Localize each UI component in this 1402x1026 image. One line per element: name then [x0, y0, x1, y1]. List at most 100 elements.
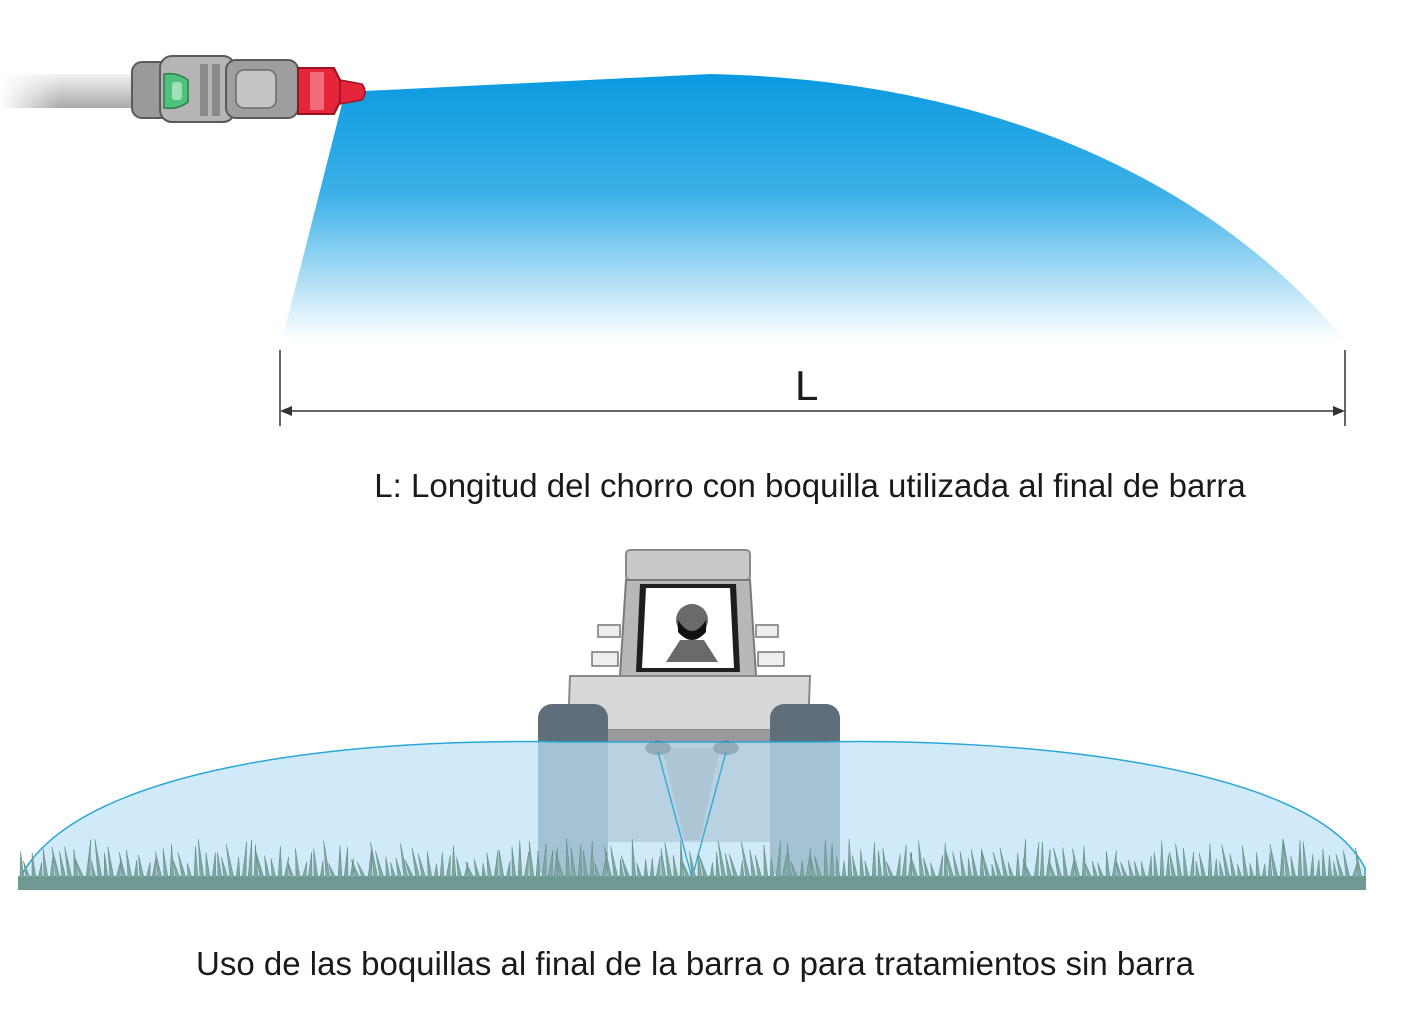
grass-blade [1081, 846, 1087, 879]
grass-blade [1249, 863, 1255, 879]
grass-blade [1159, 840, 1165, 879]
grass-blade [523, 852, 529, 879]
grass-strip [18, 838, 1366, 890]
grass-blade [493, 849, 499, 879]
dimension-line [279, 350, 1346, 426]
grass-blade [254, 849, 265, 879]
grass-blade [895, 854, 901, 879]
grass-blade [411, 847, 421, 879]
grass-blade [375, 851, 385, 879]
grass-blade [37, 861, 43, 879]
grass-blade [226, 844, 235, 879]
grass-blade [852, 855, 859, 879]
grass-blade [1189, 851, 1195, 879]
grass-blade [952, 851, 961, 879]
grass-blade [835, 856, 841, 879]
grass-blade [385, 856, 391, 879]
grass-blade [1269, 844, 1279, 879]
grass-blade [1147, 855, 1153, 879]
grass-blade [217, 852, 223, 879]
grass-blade [445, 855, 451, 879]
grass-blade [337, 845, 343, 879]
grass-blade [75, 859, 85, 879]
grass-blade [1229, 853, 1237, 879]
grass-blade [186, 862, 193, 879]
nozzle-icon [131, 55, 366, 123]
grass-blade [283, 857, 289, 879]
grass-blade [169, 844, 175, 879]
grass-blade [107, 846, 115, 879]
grass-blade [1241, 845, 1249, 879]
grass-blade [649, 857, 655, 879]
grass-blade [967, 857, 973, 879]
grass-blade [589, 841, 595, 879]
grass-blade [775, 840, 781, 879]
grass-blade [481, 863, 487, 879]
grass-blade [1085, 863, 1093, 879]
grass-blade [328, 863, 337, 879]
grass-blade [270, 858, 277, 879]
grass-blade [59, 850, 67, 879]
tractor-diagram [18, 549, 1366, 890]
grass-blade [841, 860, 847, 879]
grass-blade [901, 844, 907, 879]
grass-blade [498, 850, 505, 879]
grass-blade [886, 861, 895, 879]
grass-blade [1302, 841, 1309, 879]
grass-blade [1169, 851, 1177, 879]
grass-blade [1237, 863, 1243, 879]
grass-blade [247, 839, 253, 879]
grass-blade [577, 844, 583, 879]
grass-blade [1007, 861, 1015, 879]
grass-blade [288, 863, 295, 879]
grass-blade [565, 838, 571, 879]
grass-blade [295, 848, 301, 879]
grass-blade [1033, 842, 1040, 879]
grass-blade [717, 840, 727, 879]
grass-blade [755, 854, 763, 879]
grass-blade [541, 843, 547, 879]
grass-blade [49, 856, 55, 879]
grass-blade [781, 854, 787, 879]
grass-blade [620, 855, 631, 879]
grass-blade [367, 850, 373, 879]
grass-blade [923, 857, 931, 879]
grass-blade [871, 842, 877, 879]
grass-blade [439, 852, 445, 879]
grass-blade [679, 840, 685, 879]
grass-blade [697, 853, 703, 879]
grass-blade [197, 839, 205, 879]
grass-blade [119, 852, 127, 879]
grass-blade [739, 860, 745, 879]
grass-blade [610, 846, 619, 879]
grass-blade [277, 846, 283, 879]
grass-blade [1195, 861, 1201, 879]
grass-blade [404, 859, 415, 879]
grass-blade [1072, 848, 1081, 879]
grass-blade [94, 839, 103, 879]
grass-blade [672, 854, 679, 879]
grass-blade [103, 853, 109, 879]
grass-blade [930, 862, 937, 879]
grass-blade [465, 861, 475, 879]
grass-blade [715, 852, 721, 879]
grass-blade [426, 851, 433, 879]
grass-blade [1134, 860, 1141, 879]
grass-blade [151, 857, 157, 879]
grass-blade [864, 860, 871, 879]
grass-blade [655, 856, 661, 879]
grass-blade [749, 849, 757, 879]
grass-blade [882, 848, 889, 879]
grass-blade [1219, 861, 1225, 879]
grass-blade [535, 851, 541, 879]
grass-blade [729, 853, 739, 879]
grass-blade [847, 838, 853, 879]
grass-blade [356, 861, 367, 879]
spray-jet-cone [282, 74, 1345, 340]
grass-blade [981, 851, 991, 879]
grass-blade [829, 843, 835, 879]
grass-blade [1343, 850, 1351, 879]
grass-blade [1183, 847, 1189, 879]
grass-blade [1261, 863, 1267, 879]
